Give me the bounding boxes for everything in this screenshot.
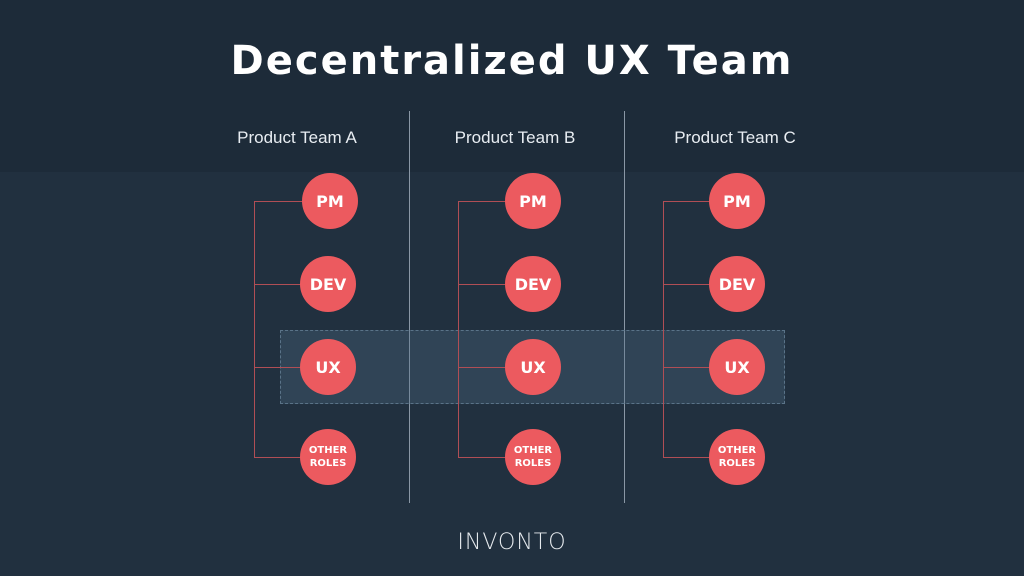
team-b-role-other: OTHER ROLES — [505, 429, 561, 485]
team-b-connector-trunk — [458, 201, 459, 457]
team-a-connector — [254, 201, 302, 202]
header-band — [0, 0, 1024, 172]
team-c-role-other: OTHER ROLES — [709, 429, 765, 485]
team-b-role-pm: PM — [505, 173, 561, 229]
invonto-logo: INVONTO — [457, 530, 567, 555]
team-c-name: Product Team C — [674, 128, 796, 147]
team-b-connector — [458, 457, 506, 458]
team-a-role-ux: UX — [300, 339, 356, 395]
team-b-connector — [458, 284, 506, 285]
team-c-connector — [663, 201, 711, 202]
team-c-role-dev: DEV — [709, 256, 765, 312]
team-b-connector — [458, 367, 506, 368]
team-c-connector — [663, 284, 711, 285]
team-a-connector — [254, 284, 302, 285]
team-b-connector — [458, 201, 506, 202]
team-a-name: Product Team A — [237, 128, 357, 147]
team-a-connector — [254, 367, 302, 368]
team-c-connector — [663, 367, 711, 368]
column-divider — [624, 111, 625, 503]
column-divider — [409, 111, 410, 503]
team-c-connector — [663, 457, 711, 458]
team-a-connector — [254, 457, 302, 458]
team-a-role-pm: PM — [302, 173, 358, 229]
team-c-role-ux: UX — [709, 339, 765, 395]
team-a-role-dev: DEV — [300, 256, 356, 312]
team-a-connector-trunk — [254, 201, 255, 457]
team-a-role-other: OTHER ROLES — [300, 429, 356, 485]
team-b-role-ux: UX — [505, 339, 561, 395]
team-c-connector-trunk — [663, 201, 664, 457]
team-b-role-dev: DEV — [505, 256, 561, 312]
diagram-title: Decentralized UX Team — [230, 38, 794, 84]
team-c-role-pm: PM — [709, 173, 765, 229]
team-b-name: Product Team B — [454, 128, 576, 147]
